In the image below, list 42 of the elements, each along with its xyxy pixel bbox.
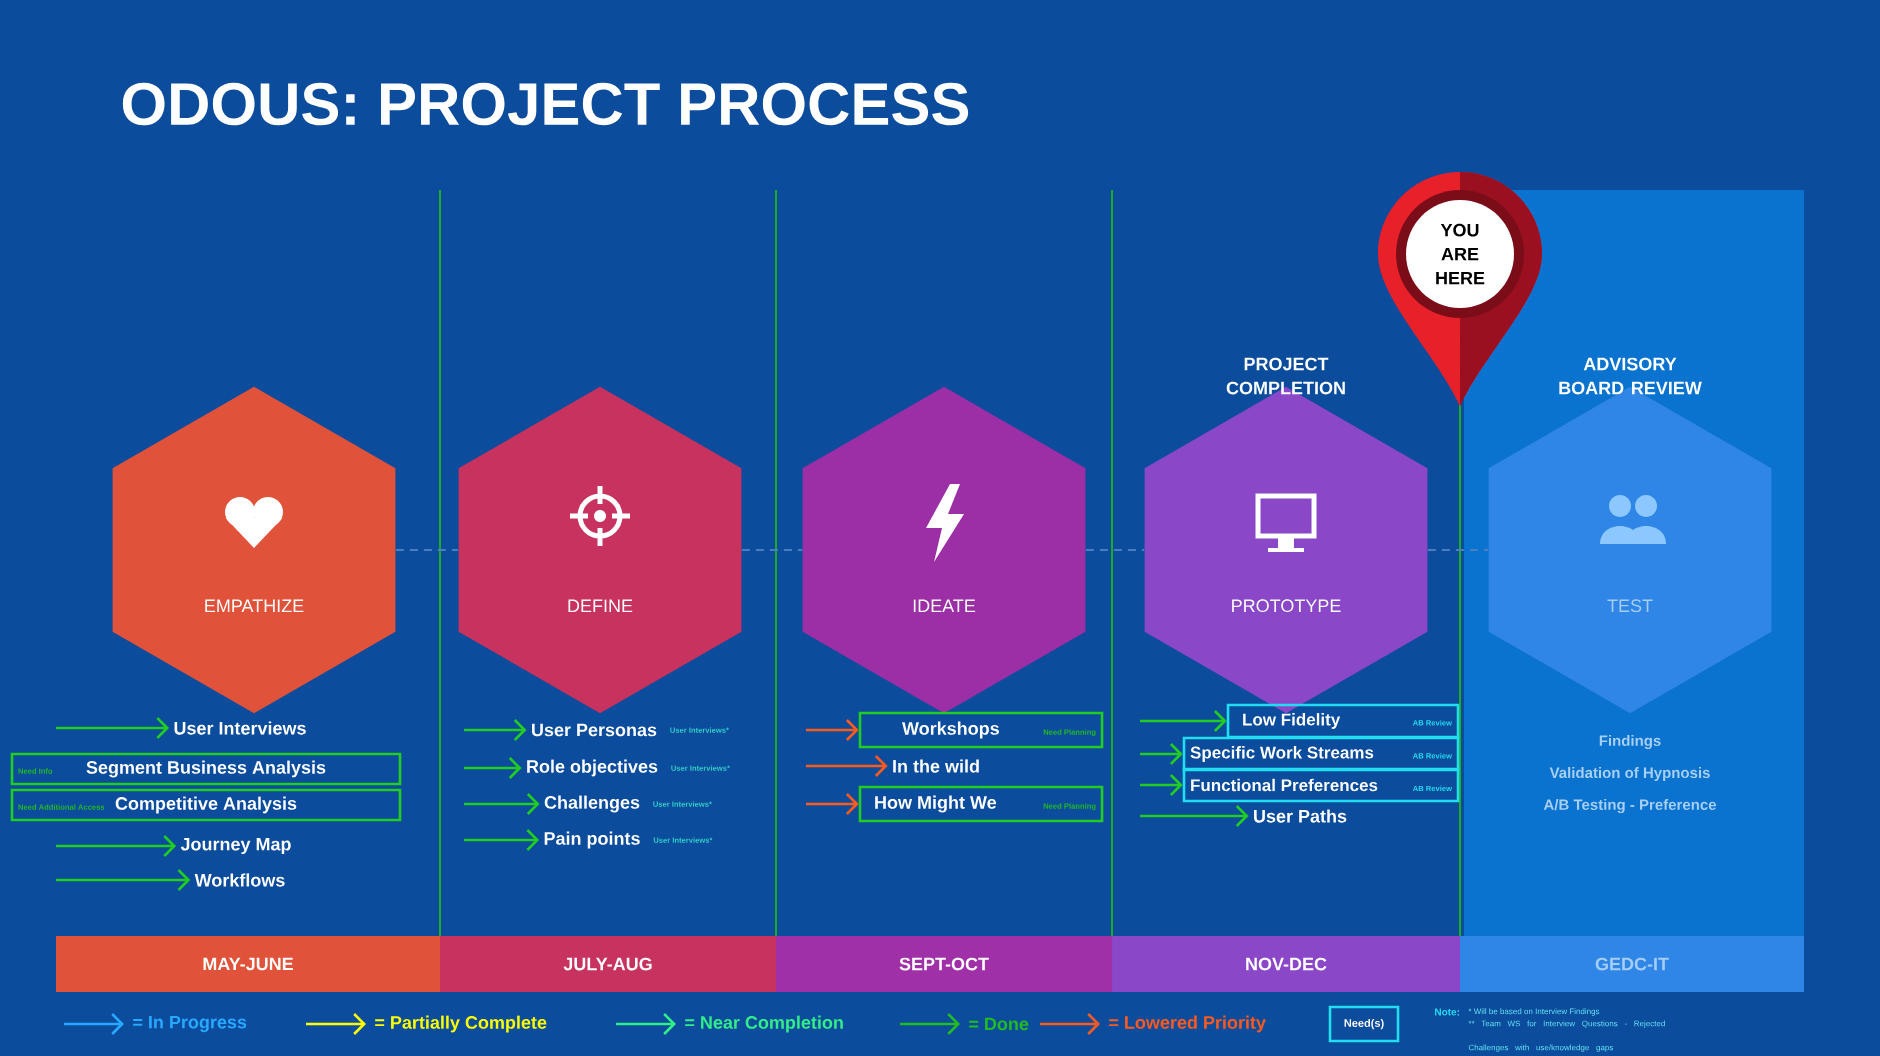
arrow [56, 717, 170, 739]
arrow [464, 719, 527, 741]
arrow [464, 829, 540, 851]
legend-text: = Partially Complete [375, 1015, 547, 1033]
hexagon: EMPATHIZE [112, 386, 396, 714]
arrow [1140, 743, 1183, 765]
arrow [1140, 710, 1227, 732]
task-label: Role objectives [527, 759, 658, 777]
month-bar: MAY-JUNE [56, 936, 440, 992]
legend-text: = In Progress [133, 1015, 247, 1033]
month-bar: SEPT-OCT [776, 936, 1112, 992]
arrow [806, 719, 859, 741]
connector-line [1084, 549, 1146, 551]
task-label: User Paths [1254, 809, 1347, 823]
month-bar: NOV-DEC [1112, 936, 1460, 992]
connector-line [1426, 549, 1490, 551]
arrow [806, 755, 888, 777]
hexagon: DEFINE [458, 386, 742, 714]
task-label: User Personas [532, 723, 657, 737]
task-label: Pain points [544, 831, 640, 849]
arrow [464, 793, 540, 815]
month-bar: GEDC-IT [1460, 936, 1804, 992]
arrow [56, 835, 177, 857]
legend-text: = Done [969, 1017, 1029, 1031]
title: ODOUS: PROJECT PROCESS [122, 82, 969, 126]
arrow [56, 869, 191, 891]
hexagon: IDEATE [802, 386, 1086, 714]
pin-label: YOU ARE HERE [1406, 200, 1514, 308]
legend-text: = Lowered Priority [1109, 1015, 1266, 1033]
arrow [1140, 805, 1249, 827]
arrow [806, 793, 859, 815]
task-label: Journey Map [180, 837, 291, 855]
arrow [1140, 774, 1183, 796]
task-label: Workflows [194, 873, 285, 887]
legend-text: = Near Completion [685, 1015, 843, 1033]
task-label: Challenges [544, 795, 640, 813]
task-label: In the wild [893, 759, 979, 773]
connector-line [394, 549, 460, 551]
month-bar: JULY-AUG [440, 936, 776, 992]
task-label: User Interviews [174, 721, 306, 735]
arrow [464, 757, 522, 779]
connector-line [740, 549, 804, 551]
